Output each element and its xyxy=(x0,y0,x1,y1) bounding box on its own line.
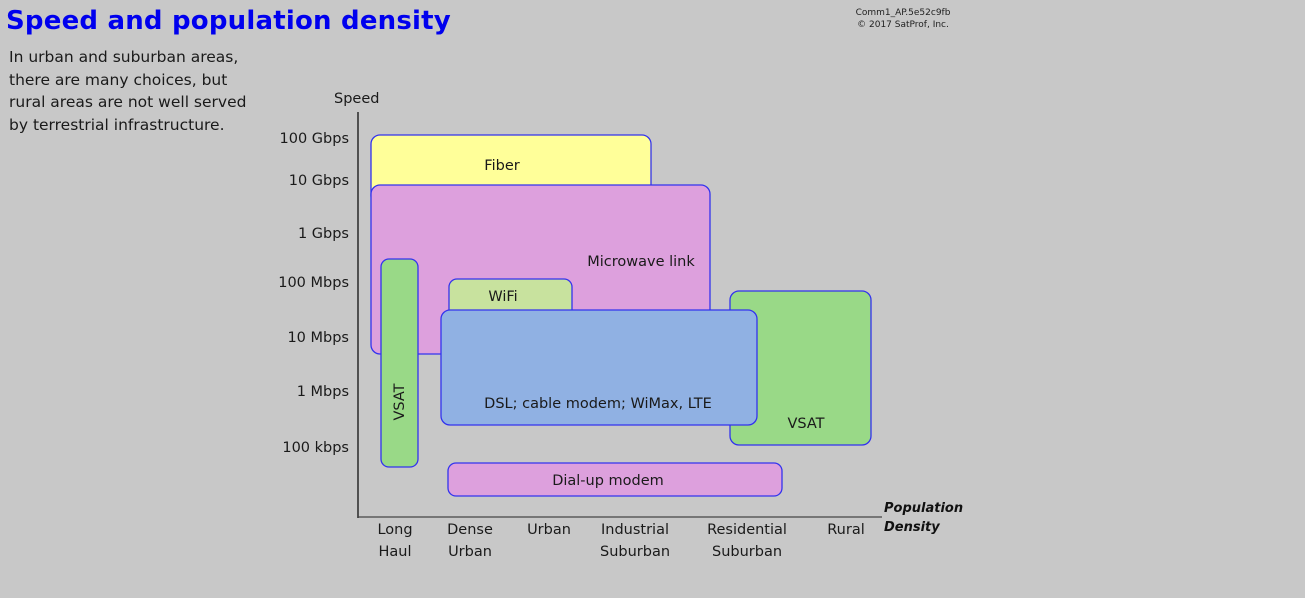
x-tick-label: Urban xyxy=(448,544,492,560)
x-tick-label: Rural xyxy=(827,522,865,538)
microwave-link-label: Microwave link xyxy=(587,254,695,270)
page-title: Speed and population density xyxy=(6,6,451,36)
fiber-label: Fiber xyxy=(484,158,519,174)
x-tick-label: Haul xyxy=(378,544,411,560)
credit: Comm1_AP.5e52c9fb © 2017 SatProf, Inc. xyxy=(838,7,968,31)
x-tick-label: Suburban xyxy=(600,544,670,560)
dial-up-modem-box xyxy=(447,462,783,497)
x-tick-label: Urban xyxy=(527,522,571,538)
vsat-long-haul-box xyxy=(380,258,419,468)
x-tick-label: Industrial xyxy=(601,522,669,538)
credit-id: Comm1_AP.5e52c9fb xyxy=(855,8,951,18)
x-axis-label-line2: Density xyxy=(884,520,940,535)
x-tick-label: Suburban xyxy=(712,544,782,560)
y-tick-label: 1 Gbps xyxy=(298,226,349,242)
vsat-long-haul-label: VSAT xyxy=(392,383,408,420)
dsl-cable-label: DSL; cable modem; WiMax, LTE xyxy=(484,396,712,412)
wifi-label: WiFi xyxy=(488,289,517,305)
dial-up-modem-label: Dial-up modem xyxy=(552,473,664,489)
y-tick-label: 1 Mbps xyxy=(297,384,349,400)
credit-copyright: © 2017 SatProf, Inc. xyxy=(857,20,949,30)
y-tick-label: 100 Mbps xyxy=(278,275,349,291)
x-tick-label: Dense xyxy=(447,522,493,538)
y-axis-label: Speed xyxy=(334,91,379,107)
x-tick-label: Residential xyxy=(707,522,787,538)
x-axis-label-line1: Population xyxy=(884,501,963,516)
y-tick-label: 100 kbps xyxy=(282,440,349,456)
vsat-rural-label: VSAT xyxy=(787,416,824,432)
technology-boxes: Fiber Microwave link WiFi VSAT DSL; cabl… xyxy=(370,134,872,497)
dsl-cable-box xyxy=(440,309,758,426)
x-tick-label: Long xyxy=(377,522,412,538)
y-tick-label: 10 Gbps xyxy=(289,173,349,189)
description-text: In urban and suburban areas, there are m… xyxy=(9,48,247,134)
y-tick-label: 100 Gbps xyxy=(280,131,349,147)
y-tick-label: 10 Mbps xyxy=(287,330,349,346)
y-tick-labels: 100 Gbps 10 Gbps 1 Gbps 100 Mbps 10 Mbps… xyxy=(278,131,349,456)
x-tick-labels: Long Haul Dense Urban Urban Industrial S… xyxy=(377,522,864,560)
